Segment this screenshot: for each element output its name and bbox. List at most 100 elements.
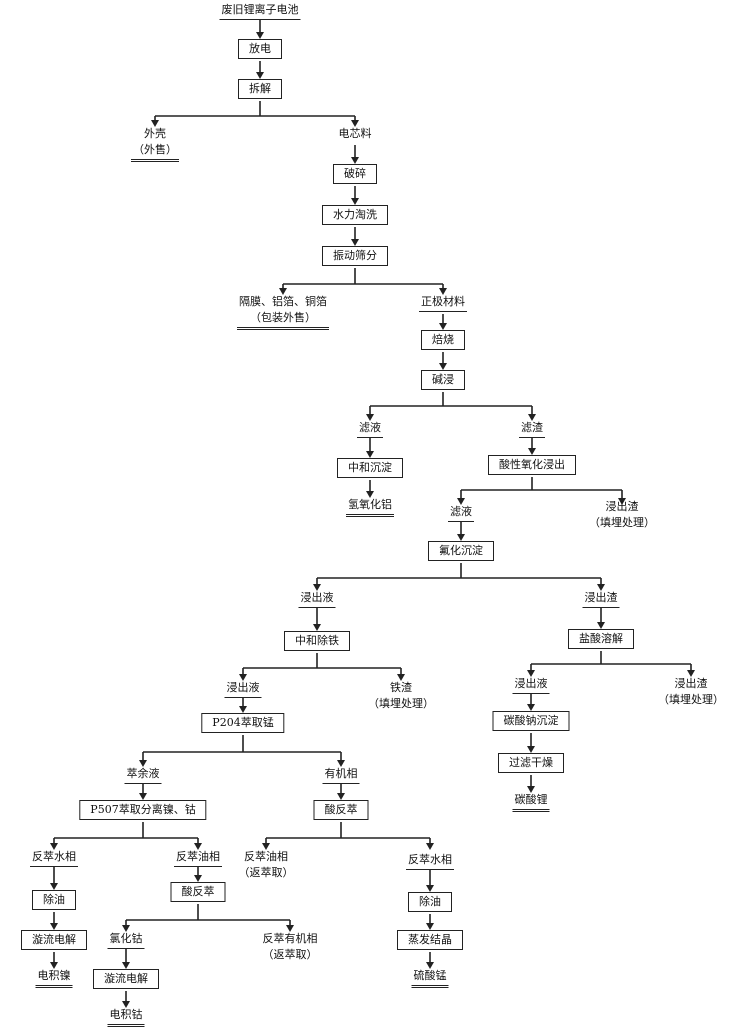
- node-n2: 拆解: [238, 79, 282, 99]
- node-n13: 滤渣: [519, 421, 545, 438]
- node-n0: 废旧锂离子电池: [219, 3, 301, 20]
- node-label: 漩流电解: [104, 972, 148, 985]
- arrow-head: [439, 363, 447, 370]
- node-label: 硫酸锰: [413, 969, 447, 982]
- node-n49: 硫酸锰: [411, 969, 449, 988]
- arrow-head: [194, 875, 202, 882]
- node-label: 反萃油相: [244, 850, 288, 863]
- node-label: 除油: [43, 893, 65, 906]
- node-label: 蒸发结晶: [408, 933, 452, 946]
- arrow-head: [527, 746, 535, 753]
- node-n32: 萃余液: [124, 767, 162, 784]
- arrow-head: [426, 962, 434, 969]
- arrow-head: [239, 706, 247, 713]
- node-n36: 反萃水相: [30, 850, 78, 867]
- node-n50: 电积钴: [107, 1008, 145, 1027]
- node-note: （填埋处理）: [658, 692, 724, 706]
- node-note: （返萃取）: [238, 865, 294, 879]
- arrow-head: [426, 843, 434, 850]
- node-label: 拆解: [249, 82, 271, 95]
- arrow-head: [256, 72, 264, 79]
- arrow-head: [351, 198, 359, 205]
- node-n39: 反萃水相: [406, 853, 454, 870]
- node-n24: 浸出液: [224, 681, 262, 698]
- node-n1: 放电: [238, 39, 282, 59]
- node-label: 浸出液: [300, 591, 334, 604]
- arrow-head: [337, 793, 345, 800]
- arrow-head: [122, 1001, 130, 1008]
- node-label: 电积钴: [109, 1008, 143, 1021]
- node-label: 正极材料: [421, 295, 465, 308]
- node-n34: P507萃取分离镍、钴: [79, 800, 207, 820]
- node-n28: P204萃取锰: [201, 713, 285, 733]
- arrow-head: [286, 925, 294, 932]
- node-label: 有机相: [324, 767, 358, 780]
- node-note: （包装外售）: [250, 310, 316, 324]
- arrow-head: [139, 793, 147, 800]
- node-n11: 碱浸: [421, 370, 465, 390]
- node-label: 酸反萃: [181, 885, 215, 898]
- node-label: 隔膜、铝箔、铜箔: [239, 295, 327, 308]
- arrow-head: [151, 120, 159, 127]
- node-n6: 水力淘洗: [322, 205, 388, 225]
- node-label: 除油: [419, 895, 441, 908]
- node-label: P507萃取分离镍、钴: [90, 803, 196, 816]
- arrow-head: [457, 498, 465, 505]
- node-label: 废旧锂离子电池: [221, 3, 299, 16]
- node-n45: 反萃有机相（返萃取）: [261, 932, 320, 962]
- node-note: （填埋处理）: [589, 515, 655, 529]
- arrow-head: [279, 288, 287, 295]
- node-n25: 铁渣（填埋处理）: [366, 681, 436, 711]
- node-n23: 盐酸溶解: [568, 629, 634, 649]
- node-n47: 电积镍: [35, 969, 73, 988]
- node-label: 萃余液: [126, 767, 160, 780]
- node-n10: 焙烧: [421, 330, 465, 350]
- node-label: 氯化钴: [109, 932, 143, 945]
- node-n44: 氯化钴: [107, 932, 145, 949]
- node-label: 氢氧化铝: [348, 498, 392, 511]
- node-label: 漩流电解: [32, 933, 76, 946]
- node-n22: 中和除铁: [284, 631, 350, 651]
- node-label: 氟化沉淀: [439, 544, 483, 557]
- arrow-head: [527, 704, 535, 711]
- node-n21: 浸出渣: [582, 591, 620, 608]
- node-label: 放电: [249, 42, 271, 55]
- node-n40: 除油: [32, 890, 76, 910]
- node-n37: 反萃油相: [174, 850, 222, 867]
- node-n38: 反萃油相 （返萃取）: [237, 850, 296, 880]
- arrow-head: [439, 323, 447, 330]
- arrow-head: [687, 670, 695, 677]
- arrow-head: [50, 962, 58, 969]
- node-n7: 振动筛分: [322, 246, 388, 266]
- arrow-head: [122, 925, 130, 932]
- node-n17: 滤液: [448, 505, 474, 522]
- node-n9: 正极材料: [419, 295, 467, 312]
- node-n4: 电芯料: [337, 127, 374, 141]
- node-label: 破碎: [344, 167, 366, 180]
- node-n46: 蒸发结晶: [397, 930, 463, 950]
- node-label: 反萃水相: [32, 850, 76, 863]
- node-label: 水力淘洗: [333, 208, 377, 221]
- arrow-head: [139, 760, 147, 767]
- node-n29: 碳酸钠沉淀: [492, 711, 570, 731]
- node-label: 反萃水相: [408, 853, 452, 866]
- arrow-head: [337, 760, 345, 767]
- node-n43: 漩流电解: [21, 930, 87, 950]
- arrow-head: [50, 883, 58, 890]
- node-label: 滤渣: [521, 421, 543, 434]
- node-label: 碳酸锂: [514, 793, 548, 806]
- node-label: 振动筛分: [333, 249, 377, 262]
- arrow-head: [527, 670, 535, 677]
- arrow-head: [256, 32, 264, 39]
- node-label: 盐酸溶解: [579, 632, 623, 645]
- arrow-head: [366, 491, 374, 498]
- node-label: 焙烧: [432, 333, 454, 346]
- node-note: （填埋处理）: [368, 696, 434, 710]
- node-label: 碱浸: [432, 373, 454, 386]
- arrow-head: [194, 843, 202, 850]
- node-n48: 漩流电解: [93, 969, 159, 989]
- arrow-head: [439, 288, 447, 295]
- arrow-head: [313, 624, 321, 631]
- node-n30: 过滤干燥: [498, 753, 564, 773]
- node-n15: 酸性氧化浸出: [488, 455, 576, 475]
